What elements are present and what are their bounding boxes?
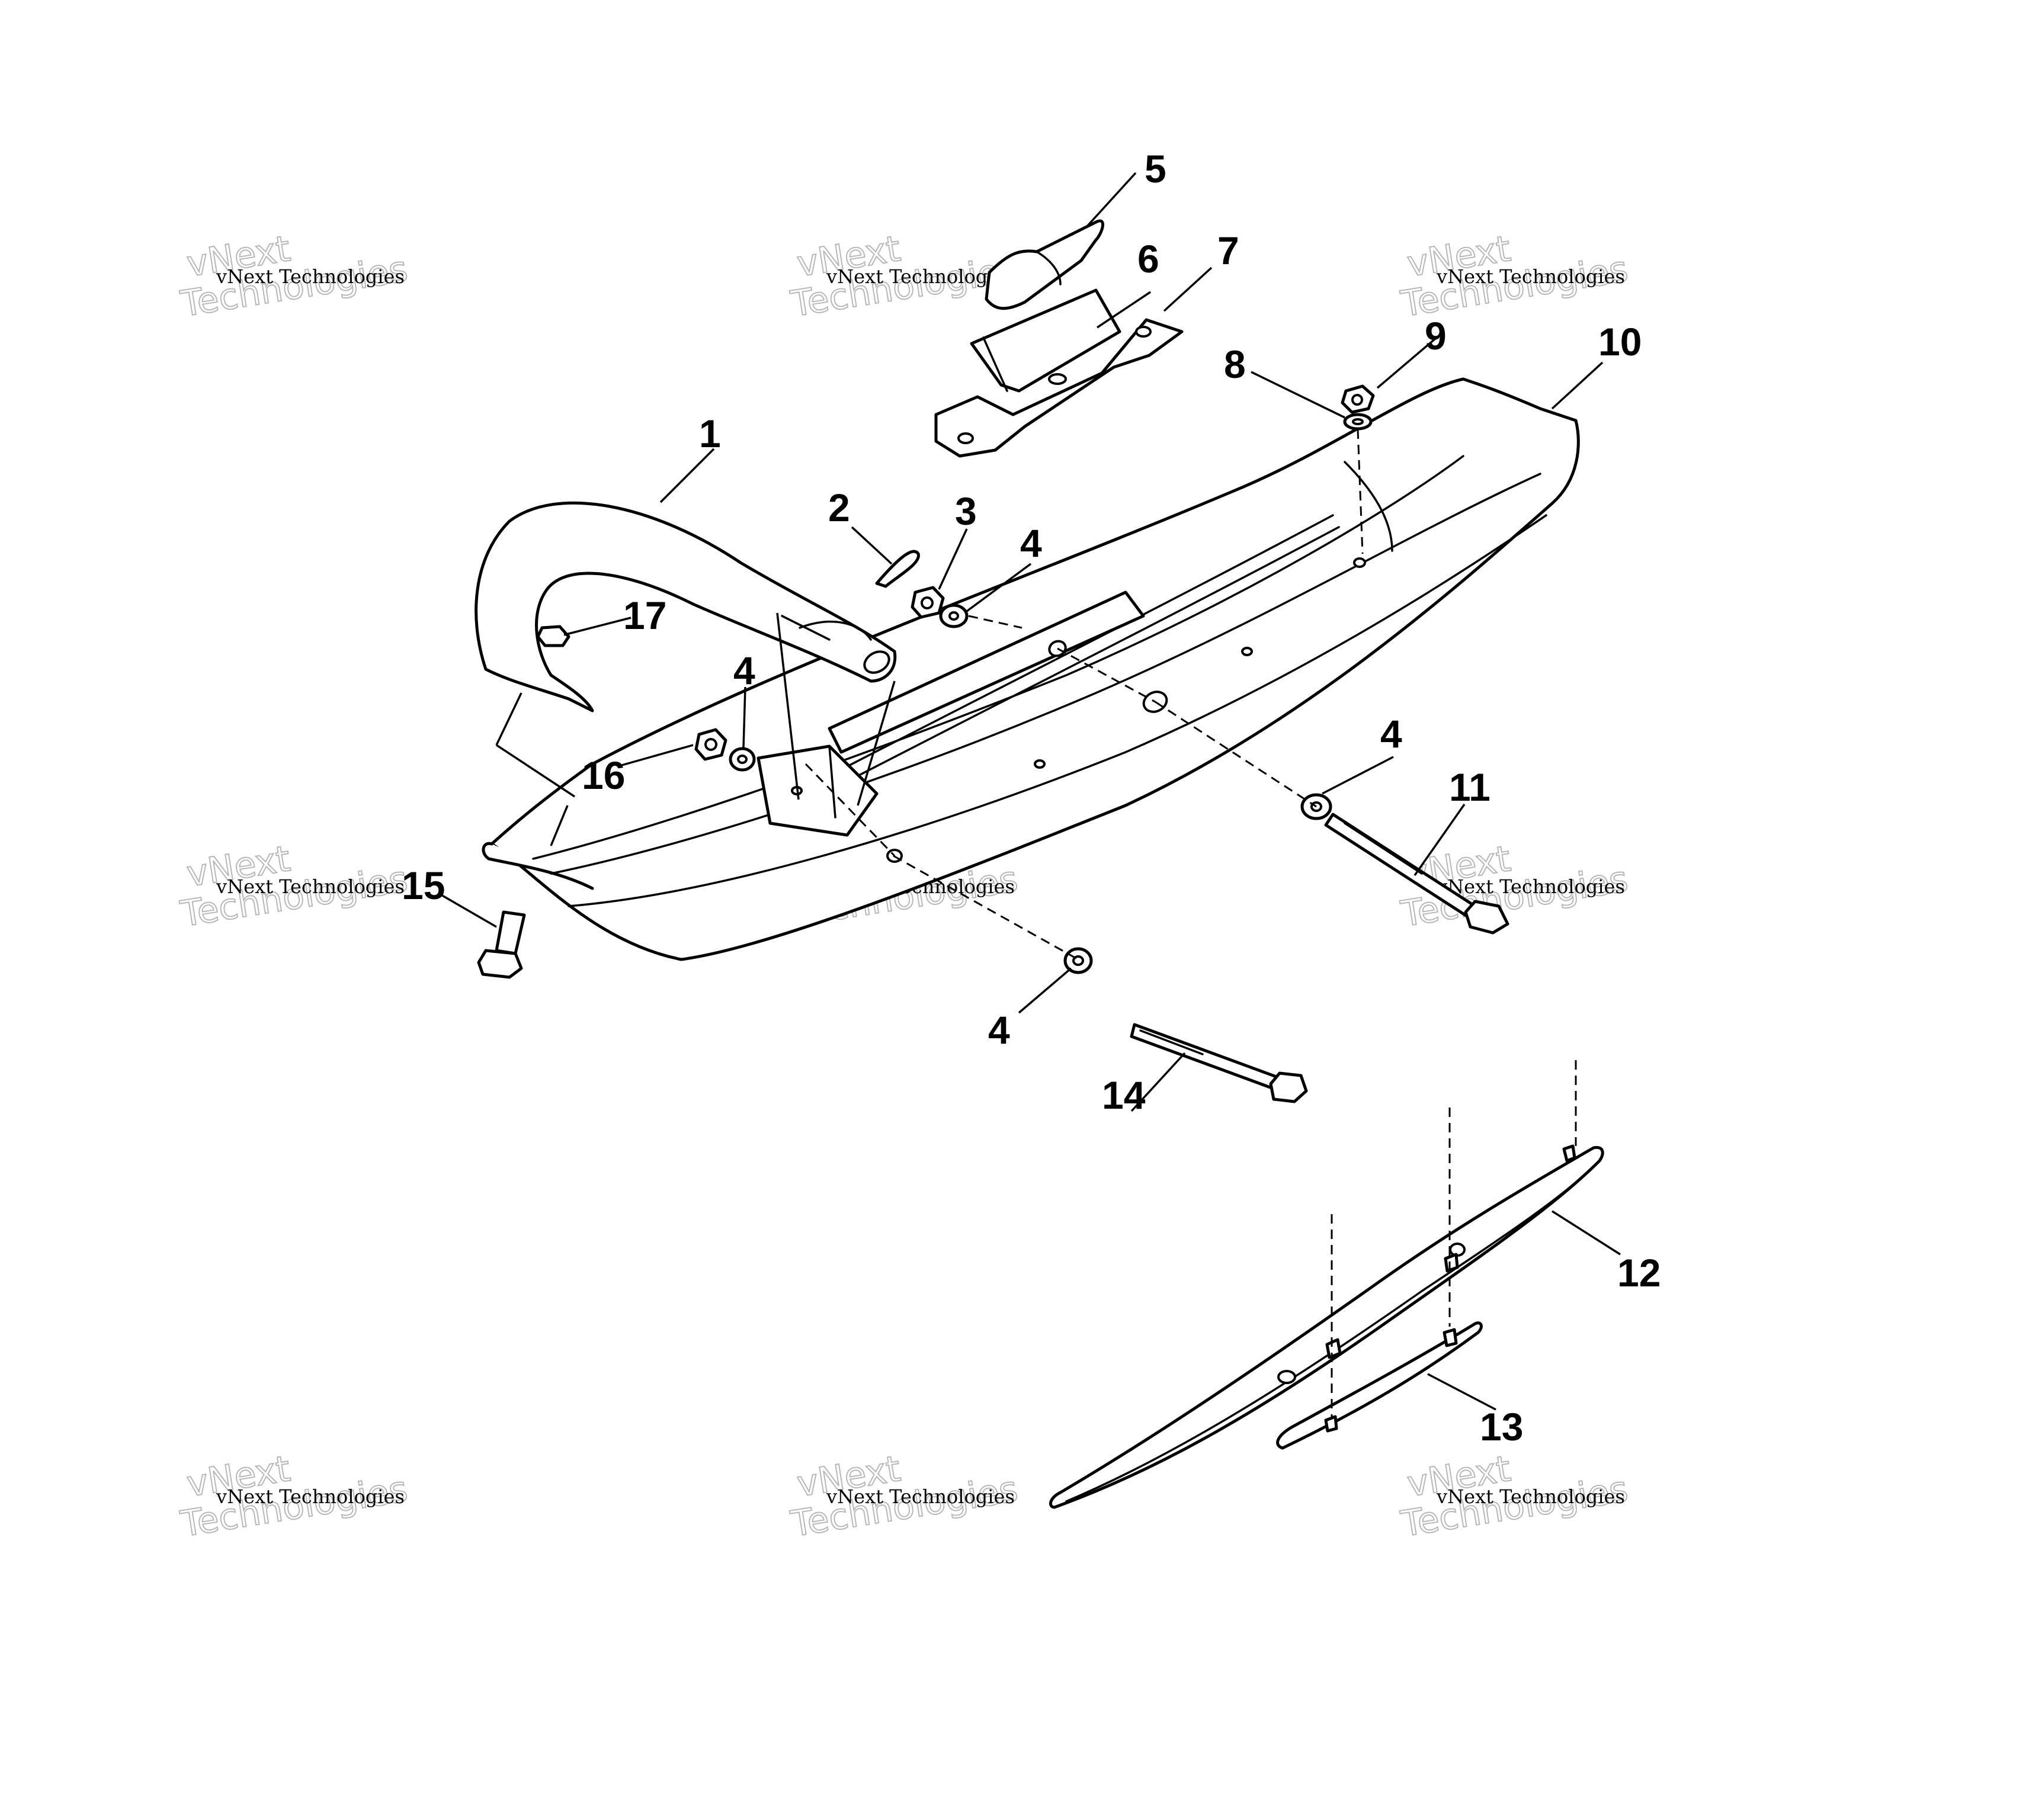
callout-4d: 4 [988,1008,1010,1052]
castle-nut [911,586,945,619]
assembly-lines [804,429,1577,1418]
watermark-text-3: vNext Technologies [1436,265,1625,288]
callout-4b: 4 [733,649,755,692]
watermark-text-7: vNext Technologies [216,1485,405,1508]
long-bolt [1324,813,1509,935]
callout-labels: 1 2 3 4 4 4 4 5 6 7 8 9 10 11 12 13 14 1… [402,147,1661,1449]
callout-6: 6 [1137,237,1159,281]
washer-1 [939,604,969,628]
watermark-text-6: vNext Technologies [1436,875,1625,898]
callout-4a: 4 [1020,521,1042,565]
callout-10: 10 [1598,320,1642,364]
callout-1: 1 [699,412,721,455]
callout-7: 7 [1217,229,1239,272]
callout-8: 8 [1224,342,1246,386]
washer-4 [1063,947,1093,974]
watermark-text-1: vNext Technologies [216,265,405,288]
callout-14: 14 [1102,1073,1146,1117]
wear-bar [1049,1144,1604,1509]
tip-screw [477,910,526,979]
handle-clip [536,625,570,647]
callout-16: 16 [582,753,625,797]
callout-5: 5 [1145,147,1166,191]
mounting-plate [934,318,1184,458]
callout-12: 12 [1617,1251,1661,1295]
callout-11: 11 [1449,765,1491,809]
lock-nut [694,728,727,761]
callout-13: 13 [1480,1405,1523,1449]
watermark-text-4: vNext Technologies [216,875,405,898]
watermark-text-8: vNext Technologies [826,1485,1015,1508]
callout-4c: 4 [1380,712,1402,756]
watermark-text-9: vNext Technologies [1436,1485,1625,1508]
spindle-bolt [1130,1023,1308,1103]
spindle-saddle [970,288,1121,393]
callout-15: 15 [402,864,445,907]
cotter-pin [875,550,920,588]
ski-loop-handle [475,501,897,712]
washer-2 [729,747,756,772]
callout-2: 2 [828,486,850,529]
ski-nut [1341,384,1375,414]
rubber-cushion [985,219,1105,310]
ski-body [482,377,1580,961]
leader-lines [440,172,1621,1411]
ski-washer [1343,413,1373,431]
watermark-text-2: vNext Technologies [826,265,1015,288]
callout-9: 9 [1425,314,1447,358]
callout-17: 17 [623,593,666,637]
callout-3: 3 [955,489,977,533]
